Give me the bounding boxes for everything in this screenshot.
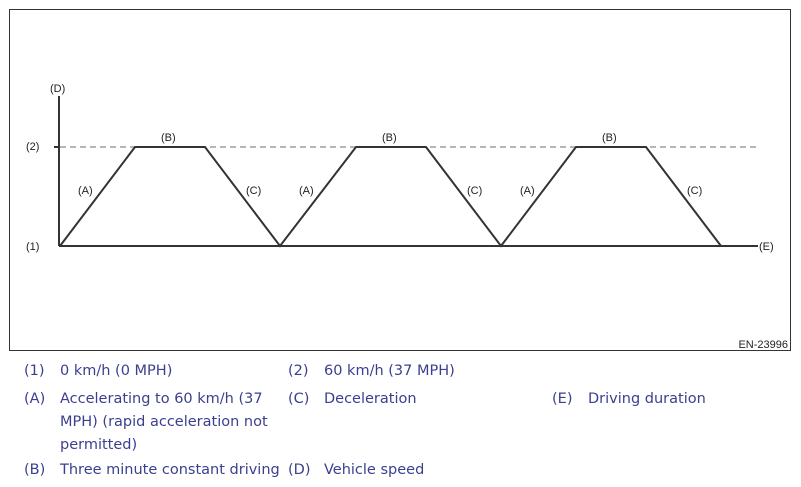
legend-text: Accelerating to 60 km/h (37 MPH) (rapid …	[60, 391, 268, 453]
legend-code: (C)	[288, 391, 310, 407]
level-1-label: (1)	[26, 241, 39, 253]
cycle-3-constant-label: (B)	[602, 132, 617, 144]
figure-id-label: EN-23996	[738, 339, 788, 350]
level-2-label: (2)	[26, 141, 39, 153]
legend-text: Driving duration	[588, 391, 706, 407]
cycle-1-constant-label: (B)	[161, 132, 176, 144]
speed-profile-diagram: (D) (E) (1) (2) (A) (B) (C) (A) (B) (C) …	[26, 83, 788, 350]
x-axis-label: (E)	[759, 241, 774, 253]
legend-text: Vehicle speed	[324, 462, 425, 478]
y-axis-label: (D)	[50, 83, 65, 95]
cycle-2-decel-label: (C)	[467, 185, 482, 197]
speed-profile-line	[59, 146, 722, 248]
legend: (1) 0 km/h (0 MPH) (2) 60 km/h (37 MPH) …	[0, 360, 801, 487]
legend-code: (1)	[24, 363, 45, 379]
legend-code: (A)	[24, 391, 46, 407]
legend-text: Deceleration	[324, 391, 417, 407]
legend-code: (E)	[552, 391, 573, 407]
legend-text: 60 km/h (37 MPH)	[324, 363, 455, 379]
legend-code: (B)	[24, 462, 46, 478]
cycle-2-accel-label: (A)	[299, 185, 314, 197]
legend-code: (2)	[288, 363, 309, 379]
legend-text: Three minute constant driving	[60, 462, 280, 478]
cycle-3-accel-label: (A)	[520, 185, 535, 197]
speed-profile-figure: (D) (E) (1) (2) (A) (B) (C) (A) (B) (C) …	[9, 9, 791, 351]
cycle-2-constant-label: (B)	[382, 132, 397, 144]
cycle-1-accel-label: (A)	[78, 185, 93, 197]
cycle-3-decel-label: (C)	[687, 185, 702, 197]
cycle-1-decel-label: (C)	[246, 185, 261, 197]
legend-code: (D)	[288, 462, 311, 478]
legend-text: 0 km/h (0 MPH)	[60, 363, 173, 379]
